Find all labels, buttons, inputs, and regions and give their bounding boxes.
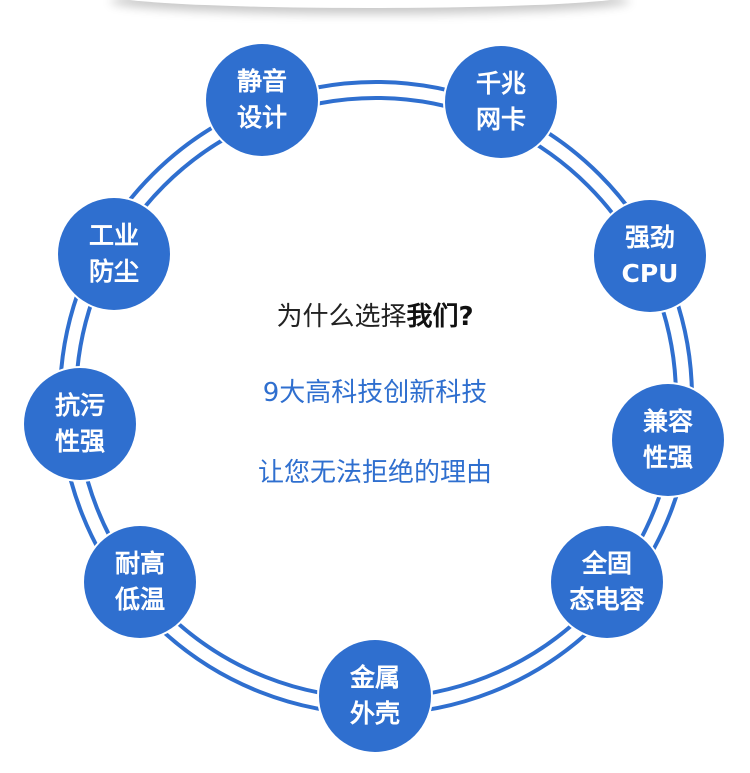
feature-label-line1: 静音: [236, 67, 287, 96]
feature-label-line2: 外壳: [349, 699, 400, 728]
feature-node-industrial-dustproof: 工业 防尘: [58, 198, 170, 310]
feature-node-gigabit-nic: 千兆 网卡: [445, 46, 557, 158]
feature-node-silent-design: 静音 设计: [206, 44, 318, 156]
feature-label-line2: 低温: [114, 585, 165, 614]
feature-label-line2: 网卡: [475, 105, 526, 134]
feature-label-line2: 性强: [642, 443, 693, 472]
feature-label-line1: 兼容: [642, 407, 693, 436]
feature-node-solid-capacitor: 全固 态电容: [551, 526, 663, 638]
feature-label-line2: 防尘: [88, 257, 139, 286]
feature-node-compatibility: 兼容 性强: [612, 384, 724, 496]
center-question-prefix: 为什么选择: [276, 302, 407, 332]
feature-label-line1: 强劲: [624, 223, 675, 252]
feature-label-line2: 态电容: [569, 585, 645, 614]
feature-label-line1: 工业: [88, 221, 139, 250]
center-reason-line: 让您无法拒绝的理由: [257, 458, 492, 488]
feature-node-temperature-resistance: 耐高 低温: [84, 526, 196, 638]
feature-label-line1: 千兆: [475, 69, 526, 98]
center-question: 为什么选择我们?: [0, 296, 750, 333]
center-question-emphasis: 我们?: [406, 302, 474, 332]
feature-label-line2: CPU: [621, 259, 679, 288]
feature-label-line2: 性强: [54, 427, 105, 456]
feature-node-powerful-cpu: 强劲 CPU: [594, 200, 706, 312]
feature-label-line1: 耐高: [114, 549, 165, 578]
feature-node-metal-case: 金属 外壳: [319, 640, 431, 752]
feature-label-line1: 抗污: [54, 391, 105, 420]
feature-label-line1: 全固: [581, 549, 632, 578]
feature-label-line2: 设计: [236, 103, 287, 132]
feature-label-line1: 金属: [349, 663, 400, 692]
center-tech-line: 9大高科技创新科技: [262, 378, 488, 408]
top-shadow-decoration: [110, 0, 630, 8]
feature-node-stain-resistance: 抗污 性强: [24, 368, 136, 480]
